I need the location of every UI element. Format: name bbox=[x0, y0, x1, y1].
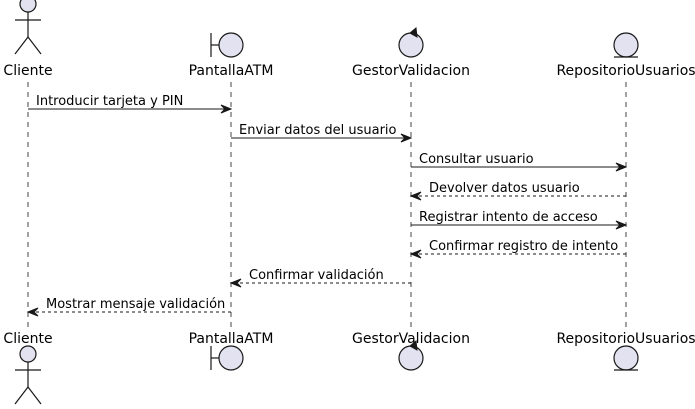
participant-label: PantallaATM bbox=[189, 331, 274, 347]
arrowhead bbox=[409, 191, 422, 201]
message-1: Introducir tarjeta y PIN bbox=[28, 94, 233, 114]
boundary-icon bbox=[210, 345, 244, 371]
message-label: Confirmar validación bbox=[249, 268, 384, 283]
arrowhead bbox=[400, 133, 413, 143]
participant-label: GestorValidacion bbox=[352, 63, 470, 79]
arrowhead bbox=[615, 162, 628, 172]
participant-label: GestorValidacion bbox=[352, 331, 470, 347]
lifelines bbox=[27, 82, 627, 330]
participant-label: PantallaATM bbox=[189, 63, 274, 79]
arrowhead bbox=[409, 249, 422, 259]
message-label: Enviar datos del usuario bbox=[239, 123, 397, 138]
message-label: Introducir tarjeta y PIN bbox=[36, 94, 183, 109]
message-label: Registrar intento de acceso bbox=[419, 210, 598, 225]
control-icon bbox=[398, 27, 424, 58]
message-label: Consultar usuario bbox=[419, 152, 534, 167]
message-3: Consultar usuario bbox=[411, 152, 628, 172]
participant-cliente: Cliente bbox=[3, 331, 53, 405]
boundary-icon bbox=[210, 32, 244, 58]
participants-top: Cliente PantallaATM GestorValidacion Reposi… bbox=[3, 0, 695, 79]
actor-icon bbox=[14, 345, 42, 405]
participant-label: Cliente bbox=[3, 331, 52, 347]
message-label: Mostrar mensaje validación bbox=[46, 297, 225, 312]
participant-gestor: GestorValidacion bbox=[352, 331, 470, 371]
participant-label: RepositorioUsuarios bbox=[556, 63, 695, 79]
message-7: Confirmar validación bbox=[229, 268, 411, 288]
message-5: Registrar intento de acceso bbox=[411, 210, 628, 230]
messages: Introducir tarjeta y PIN Enviar datos del… bbox=[26, 94, 628, 317]
participant-cliente: Cliente bbox=[3, 0, 53, 79]
participant-repo: RepositorioUsuarios bbox=[556, 331, 695, 371]
arrowhead bbox=[229, 278, 242, 288]
arrowhead bbox=[615, 220, 628, 230]
arrowhead bbox=[220, 104, 233, 114]
message-label: Devolver datos usuario bbox=[429, 181, 580, 196]
participant-label: Cliente bbox=[3, 63, 52, 79]
message-6: Confirmar registro de intento bbox=[409, 239, 626, 259]
message-8: Mostrar mensaje validación bbox=[26, 297, 231, 317]
actor-icon bbox=[14, 0, 42, 55]
entity-icon bbox=[613, 32, 639, 58]
participant-gestor: GestorValidacion bbox=[352, 27, 470, 79]
arrowhead bbox=[26, 307, 39, 317]
control-icon bbox=[398, 340, 424, 371]
participant-pantalla: PantallaATM bbox=[189, 32, 274, 79]
message-4: Devolver datos usuario bbox=[409, 181, 626, 201]
participants-bottom: Cliente PantallaATM GestorValidacion Reposi… bbox=[3, 331, 695, 405]
participant-pantalla: PantallaATM bbox=[189, 331, 274, 371]
message-label: Confirmar registro de intento bbox=[429, 239, 618, 254]
message-2: Enviar datos del usuario bbox=[231, 123, 413, 143]
participant-label: RepositorioUsuarios bbox=[556, 331, 695, 347]
participant-repo: RepositorioUsuarios bbox=[556, 32, 695, 79]
entity-icon bbox=[613, 345, 639, 371]
